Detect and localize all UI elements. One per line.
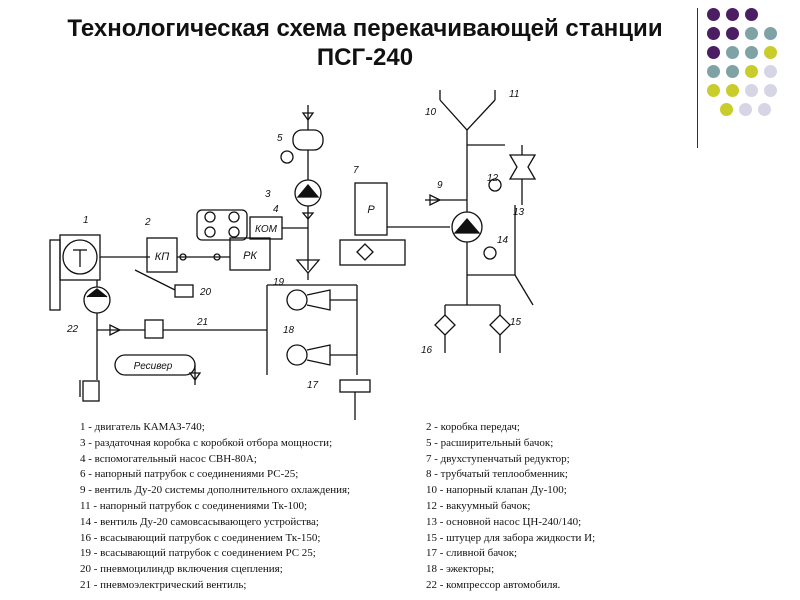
legend-item: 17 - сливной бачок;	[426, 547, 518, 560]
component-number-17: 17	[307, 380, 319, 391]
legend-item: 20 - пневмоцилиндр включения сцепления;	[80, 563, 283, 576]
decorative-dot	[707, 65, 720, 78]
clutch-cylinder	[174, 284, 194, 298]
component-number-1: 1	[83, 215, 89, 226]
gearbox-box	[146, 237, 178, 273]
legend-item: 8 - трубчатый теплообменник;	[426, 468, 568, 481]
legend-item: 13 - основной насос ЦН-240/140;	[426, 515, 582, 528]
decorative-dot	[707, 46, 720, 59]
component-number-14: 14	[497, 235, 509, 246]
component-number-13: 13	[513, 207, 525, 218]
component-number-10: 10	[425, 107, 437, 118]
heat-exchanger	[339, 239, 406, 266]
drain-tank	[339, 379, 371, 393]
legend-item: 15 - штуцер для забора жидкости И;	[426, 531, 596, 544]
legend-item: 7 - двухступенчатый редуктор;	[426, 452, 570, 465]
compressor-symbol	[83, 280, 111, 380]
legend-item: 14 - вентиль Ду-20 самовсасывающего устр…	[80, 515, 319, 528]
vacuum-tank-symbol	[508, 154, 537, 180]
decorative-dot	[726, 27, 739, 40]
legend-item: 12 - вакуумный бачок;	[426, 499, 531, 512]
legend-item: 18 - эжекторы;	[426, 563, 495, 576]
legend-item: 9 - вентиль Ду-20 системы дополнительног…	[80, 484, 351, 497]
suction-filter-right	[489, 314, 511, 336]
legend-item: 4 - вспомогательный насос СВН-80А;	[80, 452, 257, 465]
expansion-tank	[292, 129, 324, 151]
decorative-dot-grid	[707, 8, 797, 133]
legend-column-left: 1 - двигатель КАМАЗ-740; 3 - раздаточная …	[80, 420, 350, 594]
component-number-15: 15	[510, 317, 522, 328]
component-number-19: 19	[273, 277, 285, 288]
component-number-3: 3	[265, 189, 271, 200]
legend-item: 19 - всасывающий патрубок с соединением …	[80, 547, 316, 560]
gauge-icon	[280, 150, 294, 164]
decorative-dot	[726, 8, 739, 21]
reducer-box	[354, 182, 388, 236]
component-number-11: 11	[509, 89, 519, 100]
legend-item: 6 - напорный патрубок с соединениями РС-…	[80, 468, 299, 481]
transfer-case-label: РК	[243, 250, 257, 262]
legend-item: 16 - всасывающий патрубок с соединением …	[80, 531, 321, 544]
component-number-2: 2	[144, 217, 151, 228]
slide-title-line-1: Технологическая схема перекачивающей ста…	[67, 15, 663, 42]
legend-item: 22 - компрессор автомобиля.	[426, 578, 561, 591]
component-number-9: 9	[437, 180, 443, 191]
suction-filter-left	[434, 314, 456, 336]
legend-item: 21 - пневмоэлектрический вентиль;	[80, 578, 247, 591]
vacuum-gauge-icon	[488, 178, 502, 192]
decorative-dot	[720, 103, 733, 116]
legend-column-right: 2 - коробка передач; 5 - расширительный б…	[426, 420, 595, 594]
ejector-symbols	[266, 284, 358, 375]
legend-item: 2 - коробка передач;	[426, 421, 520, 433]
decorative-dot	[726, 46, 739, 59]
gearbox-label: КП	[155, 251, 169, 263]
decorative-dot	[745, 65, 758, 78]
slide-title-line-2: ПСГ-240	[316, 44, 414, 71]
decorative-dot	[726, 65, 739, 78]
component-number-22: 22	[66, 324, 79, 335]
component-number-18: 18	[283, 325, 295, 336]
auxiliary-pump-box	[196, 209, 248, 241]
decorative-dot	[707, 27, 720, 40]
decorative-dot	[745, 8, 758, 21]
decorative-dot	[764, 65, 777, 78]
decorative-dot	[764, 27, 777, 40]
component-number-7: 7	[353, 165, 359, 176]
receiver-label: Ресивер	[134, 361, 173, 372]
decorative-dot	[745, 46, 758, 59]
decorative-dot	[758, 103, 771, 116]
decorative-dot	[707, 8, 720, 21]
component-number-21: 21	[196, 317, 208, 328]
process-scheme-diagram: КП РК КОМ Р	[49, 89, 537, 420]
legend-item: 11 - напорный патрубок с соединениями Тк…	[80, 499, 308, 512]
decorative-dot	[745, 27, 758, 40]
component-number-20: 20	[199, 287, 212, 298]
decorative-dot	[707, 84, 720, 97]
legend-item: 5 - расширительный бачок;	[426, 436, 554, 449]
component-number-12: 12	[487, 173, 499, 184]
decorative-dot	[726, 84, 739, 97]
slide-title: Технологическая схема перекачивающей ста…	[0, 14, 730, 72]
legend-item: 10 - напорный клапан Ду-100;	[426, 484, 567, 497]
decorative-dot	[764, 84, 777, 97]
engine-symbol	[49, 234, 150, 311]
decorative-divider	[697, 8, 698, 148]
decorative-dot	[739, 103, 752, 116]
legend-item: 1 - двигатель КАМАЗ-740;	[80, 421, 205, 433]
component-number-5: 5	[277, 133, 283, 144]
component-number-4: 4	[273, 204, 279, 215]
legend-item: 3 - раздаточная коробка с коробкой отбор…	[80, 436, 333, 449]
decorative-dot	[764, 46, 777, 59]
power-takeoff-label: КОМ	[255, 224, 278, 235]
decorative-dot	[745, 84, 758, 97]
component-number-16: 16	[421, 345, 433, 356]
reducer-label: Р	[367, 204, 375, 216]
